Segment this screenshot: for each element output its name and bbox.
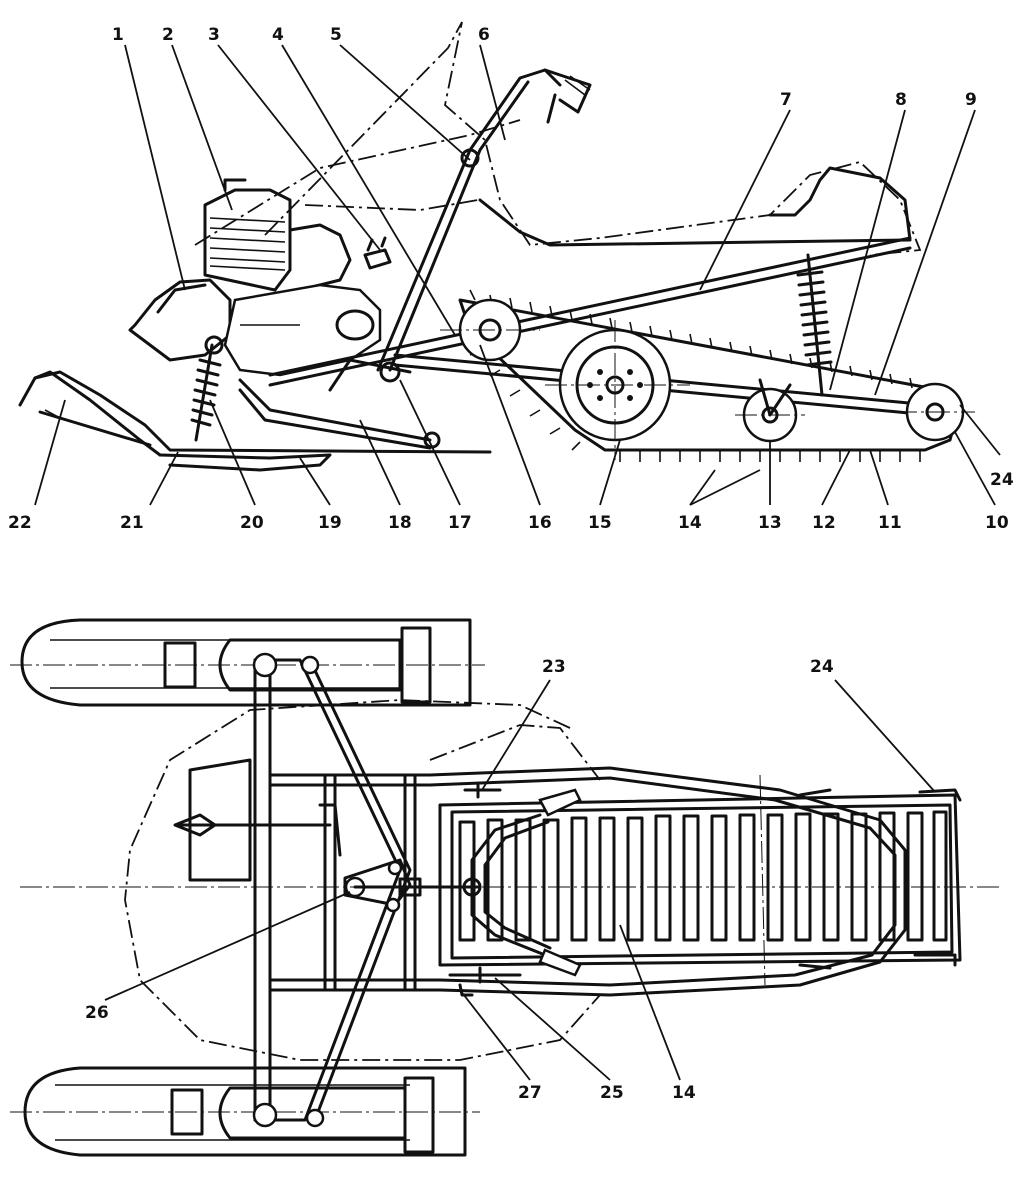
- road-wheel-large: [545, 320, 690, 460]
- fitting-3: [363, 236, 392, 270]
- callout-23: 23: [542, 657, 566, 677]
- callout-26: 26: [85, 1003, 109, 1023]
- main-frame: [238, 236, 932, 450]
- callout-11: 11: [878, 513, 902, 533]
- drive-sprocket: [440, 298, 540, 362]
- seat: [478, 166, 912, 247]
- front-shock: [190, 335, 224, 442]
- top-view: 23 24 25 26 27 14: [10, 618, 1000, 1157]
- ski-side: [18, 370, 492, 472]
- callout-3: 3: [208, 25, 220, 45]
- clamp-25: [448, 966, 522, 984]
- callout-22: 22: [8, 513, 32, 533]
- body-outline-top: [124, 699, 601, 1061]
- callout-10: 10: [985, 513, 1009, 533]
- handlebar-top: [470, 788, 582, 977]
- callout-7: 7: [780, 90, 792, 110]
- body-outline-side: [194, 21, 922, 256]
- flywheel-cover: [128, 278, 232, 362]
- steering-column: [376, 68, 592, 372]
- callout-24-side: 24: [990, 470, 1014, 490]
- callout-12: 12: [812, 513, 836, 533]
- callouts-top: 23 24 25 26 27 14: [85, 657, 834, 1103]
- track-side: [458, 289, 960, 462]
- callout-19: 19: [318, 513, 342, 533]
- rear-tab-upper: [918, 788, 962, 802]
- road-wheel-small: [735, 378, 805, 443]
- callout-21: 21: [120, 513, 144, 533]
- callout-4: 4: [272, 25, 284, 45]
- side-view: 1 2 3 4 5 6 7 8 9 10 11 12 13 14 15 16 1…: [8, 21, 1014, 533]
- callouts-side: 1 2 3 4 5 6 7 8 9 10 11 12 13 14 15 16 1…: [8, 25, 1014, 533]
- ski-top-upper: [10, 618, 485, 707]
- callout-25: 25: [600, 1083, 624, 1103]
- callout-1: 1: [112, 25, 124, 45]
- rear-shock: [796, 253, 833, 397]
- leaders-top: [104, 679, 936, 1081]
- callout-14-top: 14: [672, 1083, 696, 1103]
- callout-18: 18: [388, 513, 412, 533]
- leaders-side: [34, 44, 1001, 506]
- engine-top: [188, 758, 252, 882]
- callout-6: 6: [478, 25, 490, 45]
- ski-top-lower: [10, 1066, 480, 1157]
- callout-15: 15: [588, 513, 612, 533]
- callout-16: 16: [528, 513, 552, 533]
- callout-17: 17: [448, 513, 472, 533]
- callout-20: 20: [240, 513, 264, 533]
- transmission-case: [223, 283, 382, 377]
- engine-cylinder: [203, 178, 352, 292]
- callout-27: 27: [518, 1083, 542, 1103]
- rear-idler: [895, 382, 975, 442]
- callout-8: 8: [895, 90, 907, 110]
- callout-13: 13: [758, 513, 782, 533]
- track-top: [20, 774, 1000, 986]
- callout-5: 5: [330, 25, 342, 45]
- callout-14: 14: [678, 513, 702, 533]
- callout-2: 2: [162, 25, 174, 45]
- callout-24-top: 24: [810, 657, 834, 677]
- callout-9: 9: [965, 90, 977, 110]
- rear-tab-lower: [913, 953, 957, 967]
